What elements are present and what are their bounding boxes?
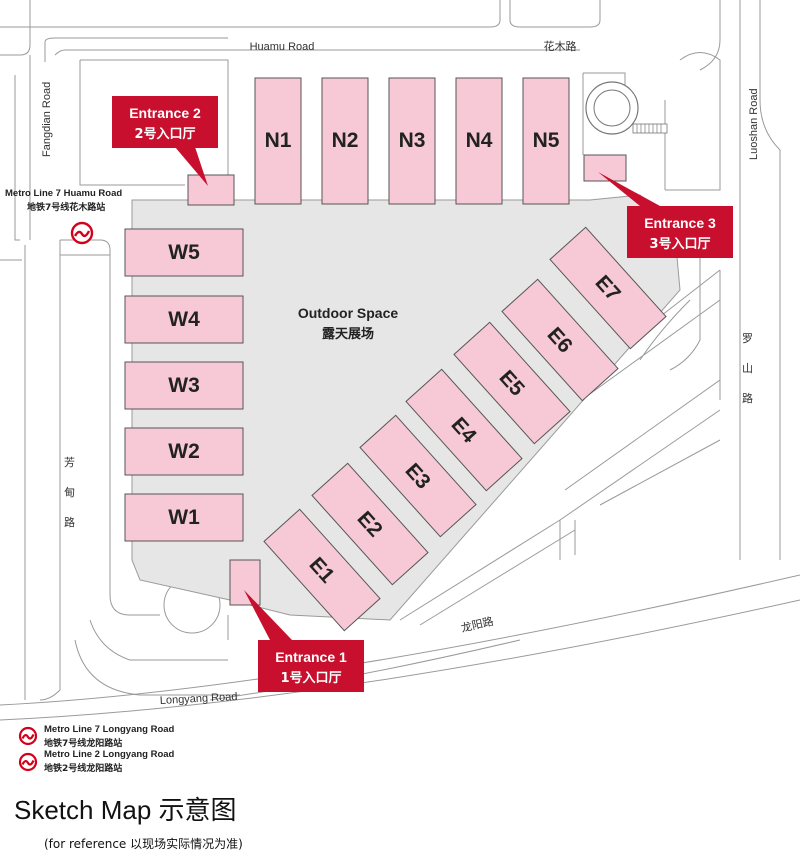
hall-label: W1 bbox=[168, 506, 200, 529]
hall-shape bbox=[254, 77, 302, 205]
hall-shape bbox=[311, 462, 429, 586]
hall-label: N2 bbox=[332, 129, 359, 152]
hall-label: W5 bbox=[168, 241, 200, 264]
hall-shape bbox=[124, 427, 244, 476]
entrance-1-callout[interactable]: Entrance 1 1号入口厅 bbox=[244, 590, 364, 692]
luoshan-road-label-cn: 罗 山 路 bbox=[742, 332, 753, 405]
hall-n3[interactable]: N3 bbox=[388, 77, 436, 205]
entrance-lobbies bbox=[187, 154, 627, 606]
metro-icon bbox=[18, 752, 38, 772]
hall-shape bbox=[405, 368, 523, 492]
svg-text:芳: 芳 bbox=[64, 455, 75, 469]
svg-text:罗: 罗 bbox=[742, 332, 753, 345]
svg-text:3号入口厅: 3号入口厅 bbox=[649, 237, 710, 252]
hall-e2[interactable]: E2 bbox=[311, 462, 429, 586]
hall-e6[interactable]: E6 bbox=[501, 278, 619, 402]
svg-text:山: 山 bbox=[742, 362, 753, 375]
hall-shape bbox=[522, 77, 570, 205]
svg-text:Entrance 3: Entrance 3 bbox=[644, 215, 716, 231]
hall-label: W2 bbox=[168, 440, 200, 463]
metro-longyang-line2[interactable]: Metro Line 2 Longyang Road 地铁2号线龙阳路站 bbox=[18, 749, 175, 774]
outdoor-space-label: Outdoor Space bbox=[298, 305, 399, 321]
hall-shape bbox=[124, 493, 244, 542]
hall-shape bbox=[263, 508, 381, 632]
fangdian-road-label: Fangdian Road bbox=[41, 82, 53, 157]
huamu-road-label: Huamu Road bbox=[250, 41, 315, 53]
longyang-road-label-cn: 龙阳路 bbox=[460, 615, 495, 635]
hall-e1[interactable]: E1 bbox=[263, 508, 381, 632]
hall-n1[interactable]: N1 bbox=[254, 77, 302, 205]
hall-w4[interactable]: W4 bbox=[124, 295, 244, 344]
hall-shape bbox=[549, 226, 667, 350]
svg-text:2号入口厅: 2号入口厅 bbox=[134, 127, 195, 142]
hall-e3[interactable]: E3 bbox=[359, 414, 477, 538]
hall-label: W4 bbox=[168, 308, 200, 331]
hall-shape bbox=[501, 278, 619, 402]
svg-text:Metro Line 2 Longyang Road: Metro Line 2 Longyang Road bbox=[44, 749, 175, 760]
hall-n5[interactable]: N5 bbox=[522, 77, 570, 205]
entrance-2-lobby[interactable] bbox=[187, 174, 235, 206]
entrance-1-lobby[interactable] bbox=[229, 559, 261, 606]
hall-shape bbox=[455, 77, 503, 205]
hall-w2[interactable]: W2 bbox=[124, 427, 244, 476]
svg-text:Metro Line 7 Huamu Road: Metro Line 7 Huamu Road bbox=[5, 188, 122, 199]
hall-e7[interactable]: E7 bbox=[549, 226, 667, 350]
map-subtitle: (for reference 以现场实际情况为准) bbox=[44, 837, 243, 851]
outdoor-space-label-cn: 露天展场 bbox=[322, 327, 374, 342]
svg-text:Entrance 2: Entrance 2 bbox=[129, 105, 201, 121]
metro-icon bbox=[70, 221, 94, 245]
svg-text:Metro Line 7 Longyang Road: Metro Line 7 Longyang Road bbox=[44, 724, 175, 735]
map-title: Sketch Map 示意图 bbox=[14, 795, 237, 825]
hall-label: W3 bbox=[168, 374, 200, 397]
huamu-road-label-cn: 花木路 bbox=[544, 40, 577, 53]
north-halls: N1 N2 N3 N4 N5 bbox=[254, 77, 570, 205]
hall-label: N1 bbox=[265, 129, 292, 152]
longyang-road-label: Longyang Road bbox=[160, 691, 238, 707]
hall-e4[interactable]: E4 bbox=[405, 368, 523, 492]
metro-huamu[interactable]: Metro Line 7 Huamu Road 地铁7号线花木路站 bbox=[5, 188, 122, 245]
svg-text:甸: 甸 bbox=[64, 486, 75, 499]
luoshan-road-label: Luoshan Road bbox=[748, 88, 760, 160]
hall-label: N5 bbox=[533, 129, 560, 152]
hall-e5[interactable]: E5 bbox=[453, 321, 571, 445]
metro-longyang-line7[interactable]: Metro Line 7 Longyang Road 地铁7号线龙阳路站 bbox=[18, 724, 175, 749]
hall-w1[interactable]: W1 bbox=[124, 493, 244, 542]
hall-w3[interactable]: W3 bbox=[124, 361, 244, 410]
svg-text:Entrance 1: Entrance 1 bbox=[275, 649, 347, 665]
hall-label: N3 bbox=[399, 129, 426, 152]
hall-shape bbox=[388, 77, 436, 205]
fangdian-road-label-cn: 芳 甸 路 bbox=[64, 455, 75, 529]
hall-n2[interactable]: N2 bbox=[321, 77, 369, 205]
hall-label: N4 bbox=[466, 129, 493, 152]
hall-shape bbox=[359, 414, 477, 538]
svg-text:地铁7号线花木路站: 地铁7号线花木路站 bbox=[27, 201, 105, 213]
entrance-3-callout[interactable]: Entrance 3 3号入口厅 bbox=[598, 172, 733, 258]
hall-shape bbox=[453, 321, 571, 445]
svg-text:地铁7号线龙阳路站: 地铁7号线龙阳路站 bbox=[44, 737, 122, 749]
entrance-2-callout[interactable]: Entrance 2 2号入口厅 bbox=[112, 96, 218, 186]
svg-text:路: 路 bbox=[64, 516, 75, 529]
hall-shape bbox=[124, 228, 244, 277]
hall-n4[interactable]: N4 bbox=[455, 77, 503, 205]
hall-shape bbox=[124, 295, 244, 344]
hall-w5[interactable]: W5 bbox=[124, 228, 244, 277]
hall-shape bbox=[124, 361, 244, 410]
metro-icon bbox=[18, 726, 38, 746]
svg-text:地铁2号线龙阳路站: 地铁2号线龙阳路站 bbox=[44, 762, 122, 774]
svg-text:路: 路 bbox=[742, 392, 753, 405]
svg-text:1号入口厅: 1号入口厅 bbox=[280, 671, 341, 686]
north-east-pavilion bbox=[585, 81, 668, 135]
hall-shape bbox=[321, 77, 369, 205]
